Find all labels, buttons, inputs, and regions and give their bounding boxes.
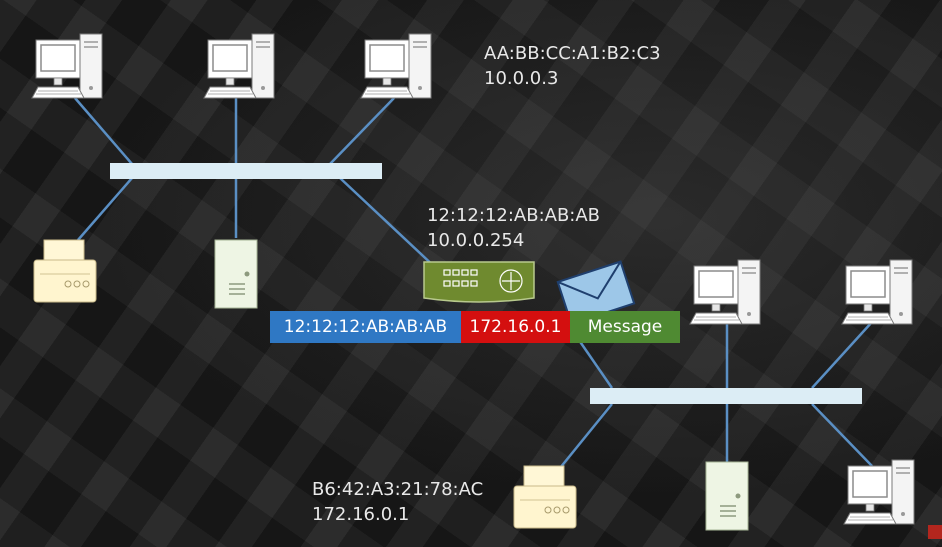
frame-dest-mac: 12:12:12:AB:AB:AB (283, 317, 448, 337)
left-network-links (74, 97, 439, 271)
router-mac: 12:12:12:AB:AB:AB (427, 205, 601, 226)
computer-icon (841, 259, 913, 325)
server-icon (705, 461, 749, 531)
computer-icon (360, 33, 432, 99)
computer-icon (689, 259, 761, 325)
printer-icon (33, 239, 97, 303)
right-network-bus (590, 388, 862, 404)
frame-payload-field-bg (570, 311, 680, 343)
left-network-bus (110, 163, 382, 179)
server-icon (214, 239, 258, 309)
frame-dest-ip: 172.16.0.1 (469, 317, 562, 337)
router-icon (423, 261, 535, 303)
computer-icon (31, 33, 103, 99)
right-network-links (559, 321, 873, 469)
computer-icon (203, 33, 275, 99)
router-ip: 10.0.0.254 (427, 230, 525, 251)
printer-icon (513, 465, 577, 529)
bottom-printer-ip: 172.16.0.1 (312, 504, 410, 525)
top-right-pc-mac: AA:BB:CC:A1:B2:C3 (484, 43, 661, 64)
frame-ip-field-bg (461, 311, 570, 343)
bottom-printer-mac: B6:42:A3:21:78:AC (312, 479, 484, 500)
frame-mac-field-bg (270, 311, 461, 343)
corner-logo (928, 525, 942, 539)
top-right-pc-ip: 10.0.0.3 (484, 68, 559, 89)
computer-icon (843, 459, 915, 525)
frame-payload: Message (587, 317, 663, 337)
